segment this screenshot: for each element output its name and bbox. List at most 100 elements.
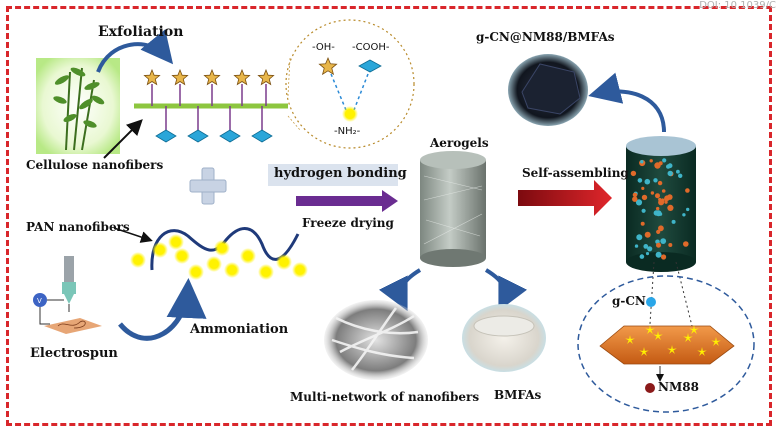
bmfas-sample-image (462, 304, 546, 372)
nanoparticle-dot (683, 241, 689, 247)
gcn-sparkle (683, 333, 693, 342)
cellulose-pointer-arrow (103, 119, 143, 159)
nanoparticle-dot (641, 208, 646, 213)
amine-bead (217, 243, 227, 253)
gcn-dot-icon (646, 297, 656, 307)
gcn-sparkle (653, 331, 663, 340)
bmfas-label: BMFAs (494, 388, 542, 402)
gcn-sparkle-icons (625, 325, 721, 356)
nanoparticle-dot (658, 225, 664, 232)
carboxyl-diamond (219, 129, 241, 143)
nanoparticle-dot (650, 191, 655, 195)
hydroxyl-star-icons (143, 68, 275, 86)
multi-network-label: Multi-network of nanofibers (290, 390, 480, 404)
rock-pointer-arrow (588, 72, 666, 133)
sem-nanofiber-image (324, 300, 428, 380)
composite-rock-image (508, 54, 588, 126)
nanoparticle-dot (664, 200, 668, 204)
nanoparticle-dot (682, 213, 686, 217)
gcn-sparkle (625, 335, 635, 344)
hydroxyl-star (257, 68, 275, 86)
nanoparticle-dot (655, 251, 662, 258)
nanoparticle-dot (667, 194, 673, 200)
cellulose-chain-diagram (134, 84, 288, 132)
cooh-group-label: -COOH- (352, 42, 390, 53)
nanoparticle-dot (645, 252, 650, 256)
amine-bead (243, 251, 253, 261)
nanoparticle-dot (636, 234, 643, 241)
nanoparticle-dot (632, 192, 638, 198)
gcn-label: g-CN (612, 294, 646, 308)
hydroxyl-star (233, 68, 251, 86)
nanoparticle-dot (668, 243, 673, 247)
nanoparticle-dot (658, 199, 665, 206)
electrospinning-setup-icon: V (33, 256, 102, 334)
nanoparticle-dot (655, 193, 660, 199)
doi-text: DOI: 10.1039/C (699, 0, 776, 11)
nanoparticle-dot (661, 189, 666, 193)
nanoparticle-dot (676, 169, 680, 174)
gcn-sparkle (697, 347, 707, 356)
nanoparticle-dot (644, 178, 651, 185)
nanoparticle-dot (640, 221, 645, 226)
nanoparticle-dot (640, 160, 644, 164)
gcn-sparkle (667, 345, 677, 354)
gcn-sparkle (645, 325, 655, 334)
nm88-dot-icon (645, 383, 655, 393)
exfoliation-arrow (96, 29, 174, 73)
amine-group-beads (130, 234, 308, 280)
freeze-drying-label: Freeze drying (302, 216, 394, 230)
gcn-sparkle (711, 337, 721, 346)
gcn-sparkle (689, 325, 699, 334)
electrospun-label: Electrospun (30, 346, 118, 361)
nanoparticle-dot (685, 188, 690, 193)
amine-bead (261, 267, 271, 277)
carboxyl-diamond (155, 129, 177, 143)
amine-bead (295, 265, 305, 275)
nanoparticle-dot (667, 204, 674, 211)
amine-bead (209, 259, 219, 269)
bmfas-arrow (484, 268, 528, 312)
aerogels-label: Aerogels (430, 136, 489, 150)
nanoparticle-dot (632, 196, 638, 202)
nanoparticle-dot (657, 180, 663, 186)
nanoparticle-dot (655, 210, 662, 217)
nanoparticle-dot (661, 254, 667, 260)
amine-bead (155, 245, 165, 255)
nanoparticle-dot (641, 194, 648, 201)
hydroxyl-star (203, 68, 221, 86)
nanoparticle-dot (647, 246, 653, 252)
nanoparticle-dots (630, 158, 690, 260)
nanoparticle-dot (666, 164, 671, 169)
self-assembling-arrow (518, 180, 612, 216)
self-assembling-label: Self-assembling (522, 166, 629, 180)
nanoparticle-dot (639, 254, 645, 259)
ammoniation-label: Ammoniation (190, 322, 289, 337)
hydroxyl-star (171, 68, 189, 86)
bamboo-plant-image (36, 58, 120, 154)
dashed-border-frame (6, 6, 772, 426)
nanoparticle-dot (644, 231, 651, 238)
nanoparticle-dot (653, 178, 658, 183)
freeze-drying-arrow (296, 190, 398, 212)
oh-star-icon (318, 56, 338, 76)
svg-text:V: V (37, 297, 42, 305)
amine-bead (279, 257, 289, 267)
pan-nanofibers-label: PAN nanofibers (26, 220, 130, 234)
nanoparticle-dot (667, 170, 673, 177)
carboxyl-diamond (251, 129, 273, 143)
hydrogen-bonding-label: hydrogen bonding (274, 166, 407, 181)
plus-icon (189, 167, 227, 205)
nanoparticle-dot (637, 178, 643, 183)
nanoparticle-dot (678, 173, 683, 178)
nanoparticle-dot (671, 219, 676, 224)
carboxyl-diamond-icons (155, 129, 273, 143)
exfoliation-label: Exfoliation (98, 24, 184, 40)
nanoparticle-dot (686, 207, 690, 212)
carboxyl-diamond (187, 129, 209, 143)
amine-bead (191, 267, 201, 277)
oh-group-label: -OH- (312, 42, 335, 53)
nanoparticle-dot (660, 238, 667, 245)
nanoparticle-dot (643, 244, 649, 249)
composite-title-label: g-CN@NM88/BMFAs (476, 30, 615, 44)
